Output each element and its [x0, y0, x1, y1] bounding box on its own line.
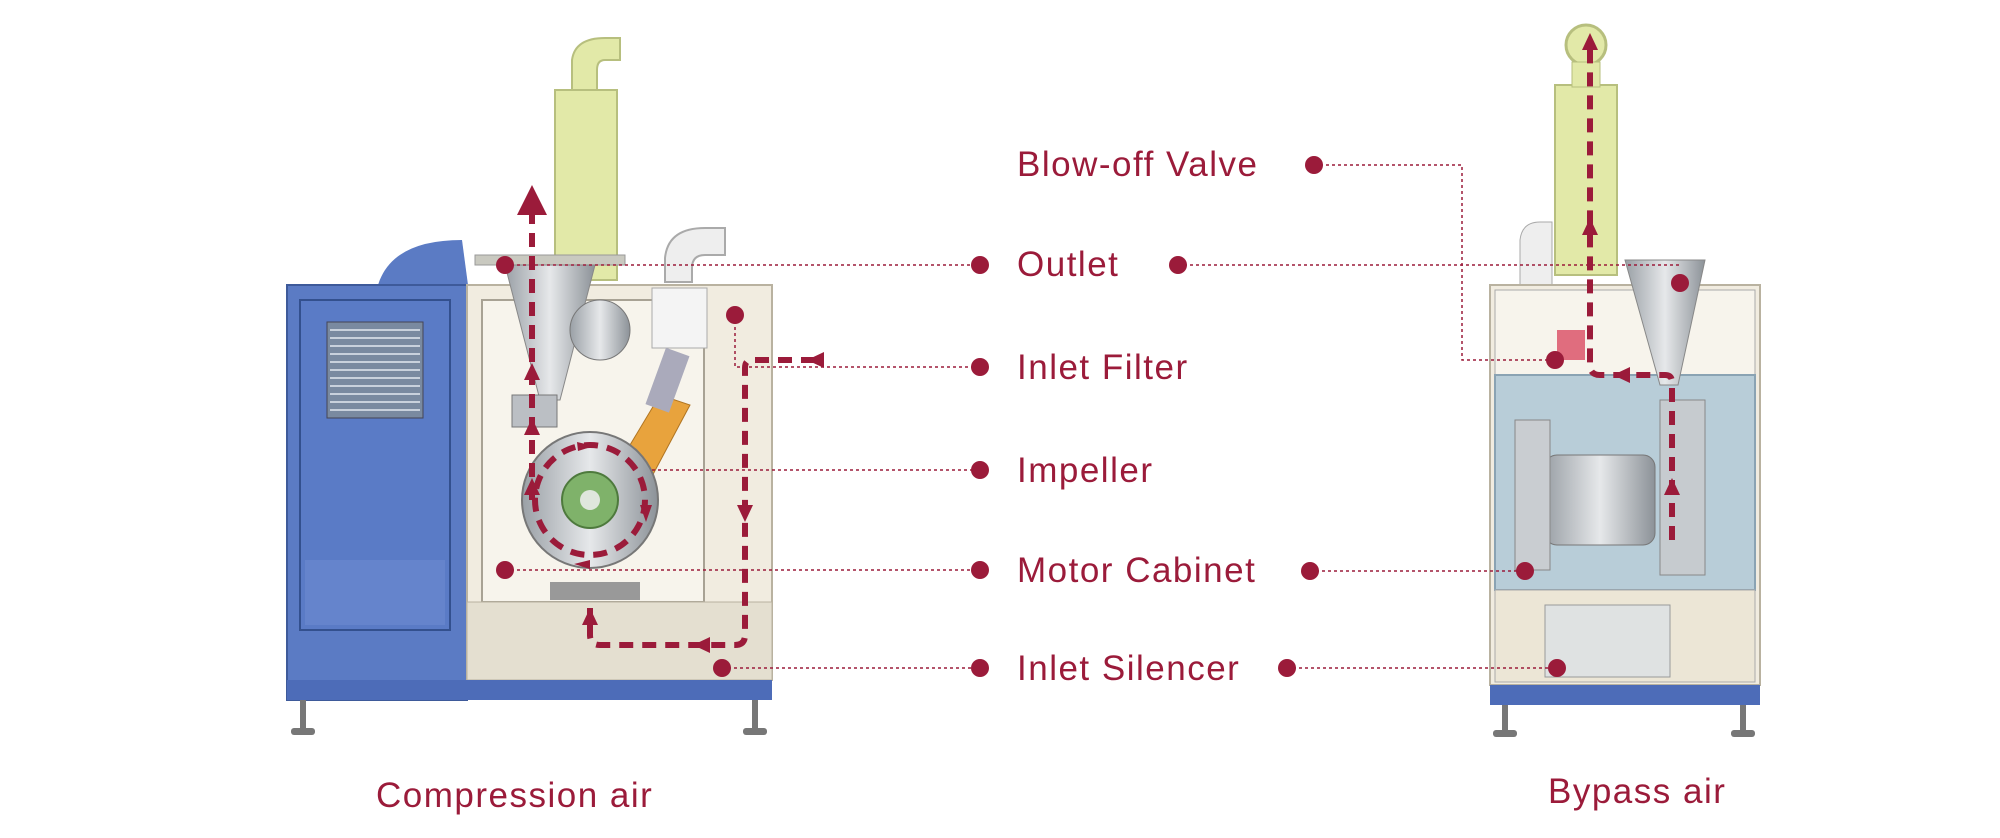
- vent-grille: [326, 321, 424, 419]
- label-blow-off-valve: Blow-off Valve: [1017, 145, 1259, 184]
- leader-lines: [505, 164, 1680, 669]
- label-inlet-filter: Inlet Filter: [1017, 348, 1189, 387]
- side-access-panel: [651, 287, 708, 349]
- dot-outlet-right: [1671, 274, 1689, 292]
- fan-housing: [569, 299, 631, 361]
- silencer-box: [1544, 604, 1671, 678]
- label-inlet-silencer: Inlet Silencer: [1017, 649, 1241, 688]
- blue-base-right: [1490, 685, 1760, 705]
- dot-motor-cabinet-label: [971, 561, 989, 579]
- dot-inlet-silencer-right: [1548, 659, 1566, 677]
- right-volute: [1659, 399, 1706, 576]
- cabinet-hood: [378, 240, 468, 285]
- label-outlet: Outlet: [1017, 245, 1120, 284]
- label-motor-cabinet: Motor Cabinet: [1017, 551, 1257, 590]
- bypass-cone: [1624, 259, 1706, 386]
- impeller-hub: [580, 490, 600, 510]
- bypass-elbow-pipe: [664, 227, 726, 283]
- dot-impeller-label: [971, 461, 989, 479]
- outlet-elbow: [571, 37, 621, 91]
- dot-motor-cabinet-left: [496, 561, 514, 579]
- cabinet-lower-panel: [305, 560, 445, 625]
- caption-bypass-air: Bypass air: [1548, 772, 1727, 811]
- caption-compression-air: Compression air: [376, 776, 654, 815]
- callout-dots: [496, 156, 1689, 677]
- side-elbow-pipe: [1519, 221, 1553, 286]
- dot-blow-off-valve: [1546, 351, 1564, 369]
- dot-motor-cabinet-right: [1516, 562, 1534, 580]
- pipe-neck: [1571, 61, 1601, 88]
- flow-arrowheads: [524, 352, 824, 653]
- bypass-air-machine: [1489, 23, 1761, 737]
- motor-base: [550, 582, 640, 600]
- bypass-feet: [1493, 705, 1755, 737]
- bypass-arrowheads: [1582, 33, 1680, 495]
- dot-outlet-left: [496, 256, 514, 274]
- left-duct: [1514, 419, 1551, 571]
- dot-outlet-label-right: [1169, 256, 1187, 274]
- dot-outlet-label: [971, 256, 989, 274]
- bypass-silencer-pipe: [1554, 84, 1618, 276]
- dot-inlet-silencer-label: [971, 659, 989, 677]
- dot-motor-cabinet-label-right: [1301, 562, 1319, 580]
- grey-duct: [645, 347, 690, 413]
- dot-inlet-filter-left: [726, 306, 744, 324]
- dot-inlet-filter-label: [971, 358, 989, 376]
- machine-feet: [291, 700, 767, 735]
- compression-airflow-path: [517, 185, 815, 648]
- motor-cylinder: [1544, 454, 1656, 546]
- dot-inlet-silencer-label-right: [1278, 659, 1296, 677]
- outlet-silencer-pipe: [554, 89, 618, 281]
- dot-inlet-silencer-left: [713, 659, 731, 677]
- top-compartment: [1494, 289, 1756, 376]
- dot-blow-off-valve-label: [1305, 156, 1323, 174]
- blue-base: [287, 680, 772, 700]
- label-impeller: Impeller: [1017, 451, 1154, 490]
- compression-air-machine: [286, 37, 824, 735]
